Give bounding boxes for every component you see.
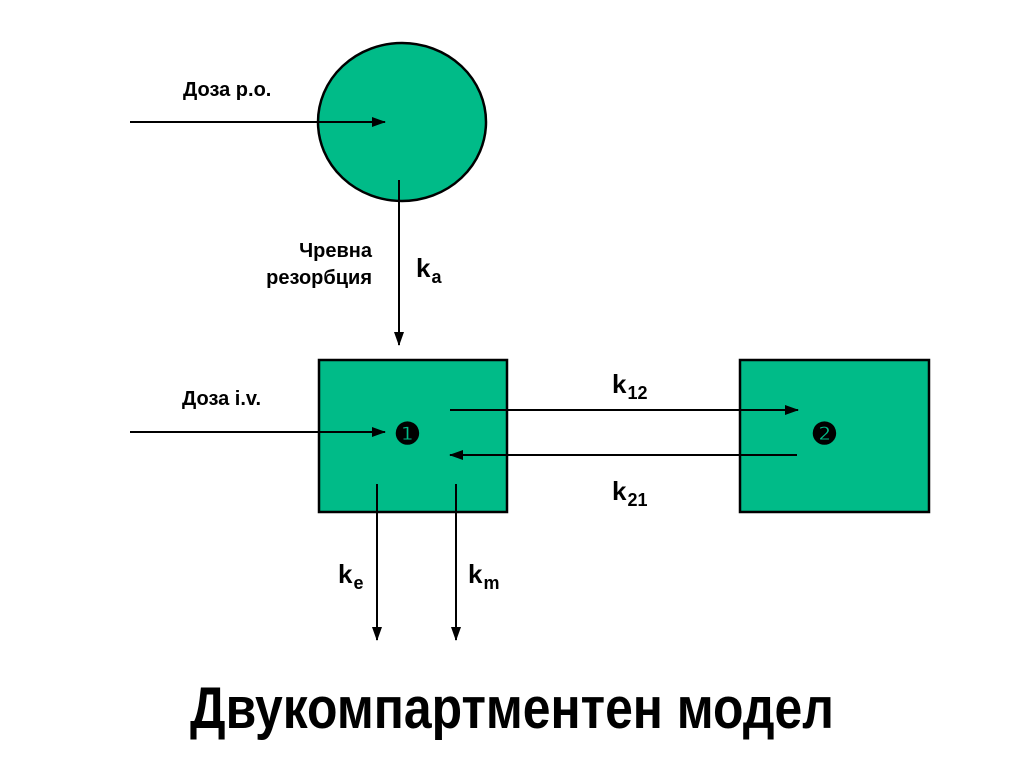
central-compartment-marker: ❶ [394, 418, 421, 451]
k12-label: k12 [612, 369, 648, 403]
ka-label: ka [416, 253, 442, 287]
peripheral-compartment [738, 358, 931, 514]
absorption-label: Чревна резорбция [248, 238, 372, 292]
km-label: km [468, 559, 500, 593]
peripheral-compartment-marker: ❷ [811, 418, 838, 451]
k21-label: k21 [612, 476, 648, 510]
central-compartment [317, 358, 509, 514]
diagram-title: Двукомпартментен модел [190, 676, 834, 741]
ke-label: ke [338, 559, 364, 593]
dose-iv-label: Доза i.v. [182, 388, 262, 410]
absorption-label-line2: резорбция [266, 267, 372, 289]
dose-po-label: Доза p.o. [183, 79, 272, 101]
absorption-label-line1: Чревна [299, 240, 372, 262]
